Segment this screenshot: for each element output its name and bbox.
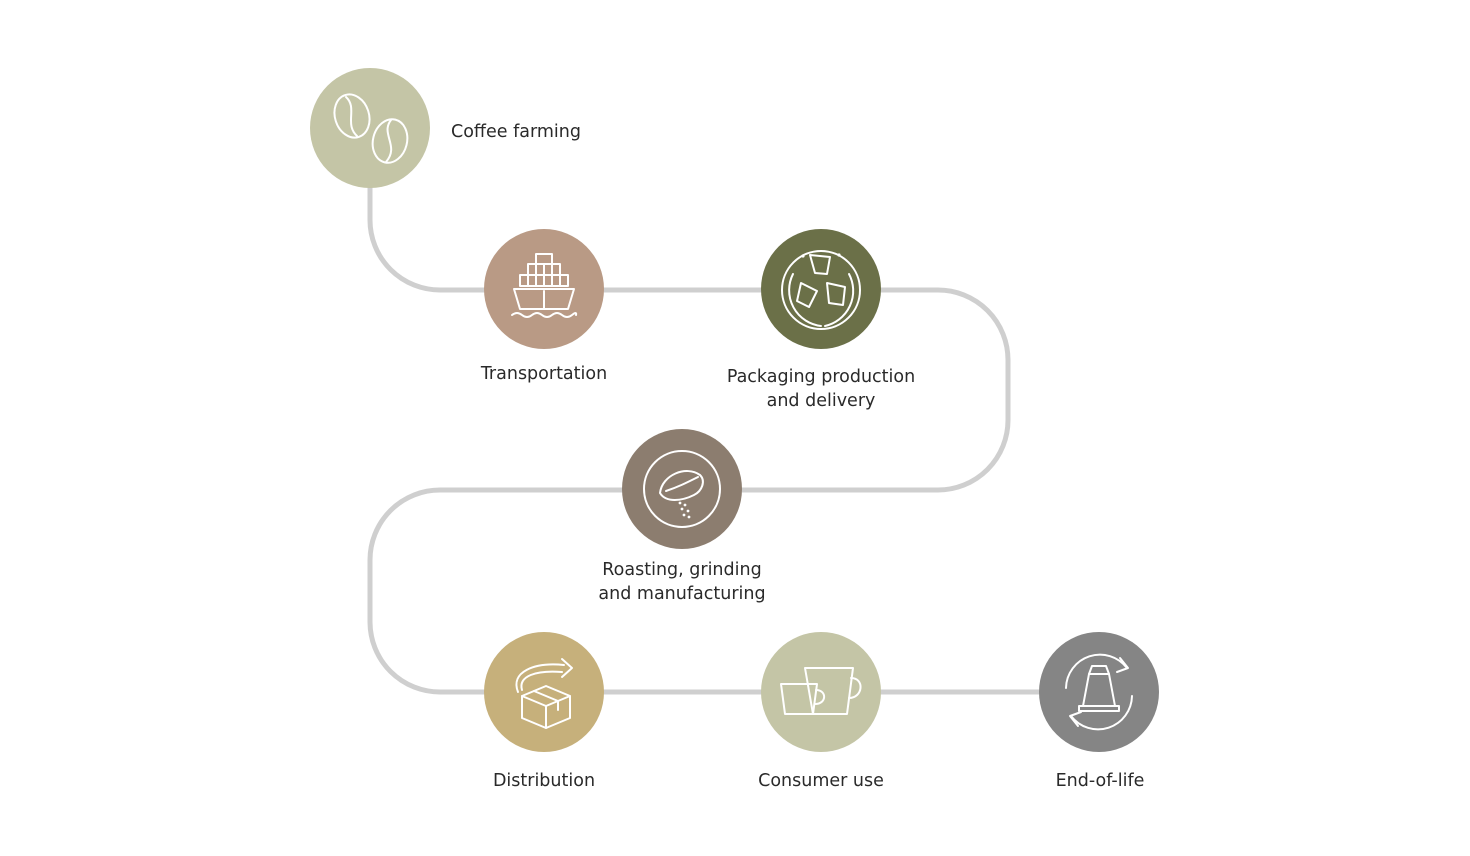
transportation-label: Transportation [480,364,608,384]
capsules-icon [781,250,861,330]
transportation-node [484,229,604,349]
capsule-recycle-icon [1065,653,1133,731]
roasting-label: Roasting, grinding and manufacturing [598,560,766,604]
coffee-cups-icon [780,667,862,715]
consumer-use-label: Consumer use [758,771,884,791]
ground-coffee-bean-icon [643,450,721,528]
packaging-node [761,229,881,349]
box-arrow-icon [515,658,573,729]
distribution-label: Distribution [492,771,596,791]
distribution-node [484,632,604,752]
roasting-node [622,429,742,549]
cargo-ship-icon [511,253,578,318]
packaging-label: Packaging production and delivery [726,367,916,411]
end-of-life-node [1039,632,1159,752]
end-of-life-label: End-of-life [1055,771,1145,791]
connector-path [367,125,1101,695]
consumer-use-node [761,632,881,752]
coffee-beans-icon [333,93,409,164]
coffee-farming-node [310,68,430,188]
coffee-farming-label: Coffee farming [451,122,581,142]
